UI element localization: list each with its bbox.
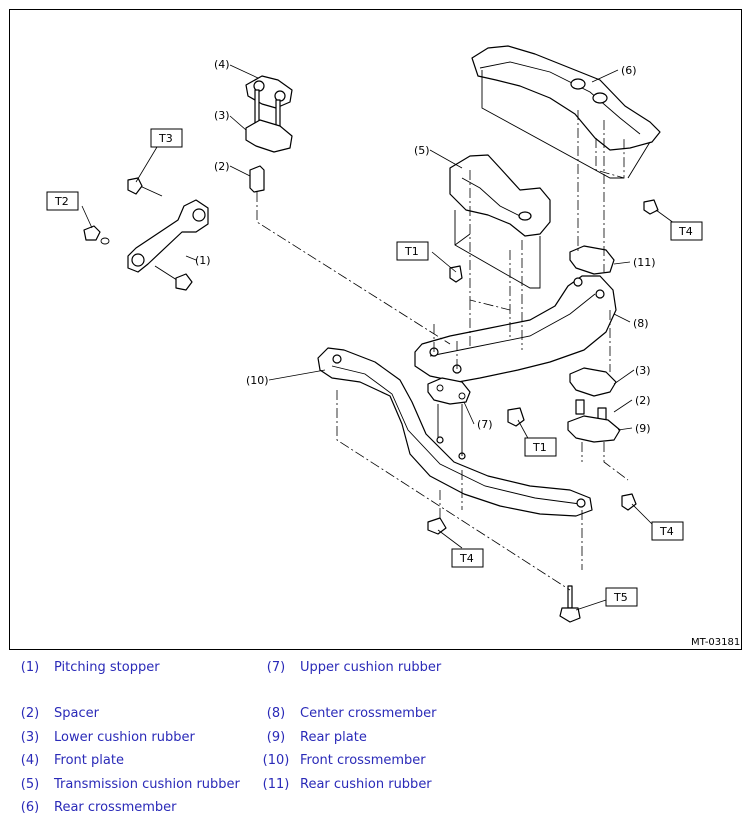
callout-11: (11): [633, 256, 656, 269]
callout-3-rear: (3): [635, 364, 651, 377]
pitching-stopper: [83, 177, 209, 291]
svg-text:T4: T4: [459, 552, 474, 565]
figure-code: MT-03181: [691, 637, 740, 648]
callout-2-front: (2): [214, 160, 230, 173]
legend-name: Rear crossmember: [54, 800, 177, 815]
callout-1: (1): [195, 254, 211, 267]
legend-item-7: (7) Upper cushion rubber: [256, 660, 516, 678]
legend-number: (8): [266, 706, 286, 721]
legend-name: Center crossmember: [300, 706, 437, 721]
legend-item-8: (8) Center crossmember: [256, 706, 516, 724]
callout-4: (4): [214, 58, 230, 71]
torque-box-t2: T2: [46, 191, 79, 211]
legend-number: (7): [266, 660, 286, 675]
fasteners: [427, 199, 659, 623]
svg-text:T5: T5: [613, 591, 628, 604]
front-crossmember: [317, 347, 593, 517]
callout-7: (7): [477, 418, 493, 431]
legend-number: (4): [20, 753, 40, 768]
svg-text:T4: T4: [678, 225, 693, 238]
legend-number: (1): [20, 660, 40, 675]
legend-number: (3): [20, 730, 40, 745]
svg-text:T2: T2: [54, 195, 69, 208]
legend-item-2: (2) Spacer: [10, 706, 250, 724]
legend-item-10: (10) Front crossmember: [256, 753, 516, 771]
callout-6: (6): [621, 64, 637, 77]
torque-box-t1-lower: T1: [524, 437, 557, 457]
legend-number: (10): [262, 753, 290, 768]
legend-item-5: (5) Transmission cushion rubber: [10, 777, 250, 795]
legend-name: Front plate: [54, 753, 124, 768]
legend-item-4: (4) Front plate: [10, 753, 250, 771]
legend-name: Rear plate: [300, 730, 367, 745]
callout-9: (9): [635, 422, 651, 435]
torque-box-t4-right: T4: [670, 221, 703, 241]
callout-2-rear: (2): [635, 394, 651, 407]
callout-5: (5): [414, 144, 430, 157]
legend-number: (6): [20, 800, 40, 815]
legend-item-6: (6) Rear crossmember: [10, 800, 250, 818]
legend-name: Upper cushion rubber: [300, 660, 442, 675]
legend-name: Transmission cushion rubber: [54, 777, 240, 792]
callout-3-front: (3): [214, 109, 230, 122]
legend-name: Spacer: [54, 706, 99, 721]
exploded-diagram: (4) (3) (2) (6) (5) (1) (11) (8) (10) (7…: [9, 9, 742, 650]
rear-cushion-stack: [567, 110, 629, 481]
callout-8: (8): [633, 317, 649, 330]
mounting-lines: [336, 138, 625, 591]
transmission-cushion-rubber: [449, 154, 551, 289]
svg-text:T1: T1: [532, 441, 547, 454]
torque-box-t4-lower-left: T4: [451, 548, 484, 568]
parts-legend: (1) Pitching stopper (2) Spacer (3) Lowe…: [0, 656, 752, 824]
legend-item-9: (9) Rear plate: [256, 730, 516, 748]
legend-number: (11): [262, 777, 290, 792]
legend-item-11: (11) Rear cushion rubber: [256, 777, 516, 795]
front-plate-assembly: [245, 75, 451, 345]
callout-10: (10): [246, 374, 269, 387]
legend-item-1: (1) Pitching stopper: [10, 660, 250, 678]
torque-box-t5: T5: [605, 587, 638, 607]
torque-box-t1-upper: T1: [396, 241, 429, 261]
legend-name: Rear cushion rubber: [300, 777, 432, 792]
svg-text:T4: T4: [659, 525, 674, 538]
torque-box-t4-lower-right: T4: [651, 521, 684, 541]
legend-number: (9): [266, 730, 286, 745]
svg-text:T1: T1: [404, 245, 419, 258]
legend-item-3: (3) Lower cushion rubber: [10, 730, 250, 748]
legend-name: Lower cushion rubber: [54, 730, 195, 745]
diagram-canvas: (4) (3) (2) (6) (5) (1) (11) (8) (10) (7…: [46, 45, 740, 648]
center-crossmember: [414, 275, 617, 383]
svg-text:T3: T3: [158, 132, 173, 145]
upper-cushion-rubber: [427, 377, 471, 456]
legend-number: (5): [20, 777, 40, 792]
legend-number: (2): [20, 706, 40, 721]
rear-crossmember: [471, 45, 661, 179]
legend-name: Pitching stopper: [54, 660, 160, 675]
torque-box-t3: T3: [150, 128, 183, 148]
legend-name: Front crossmember: [300, 753, 426, 768]
